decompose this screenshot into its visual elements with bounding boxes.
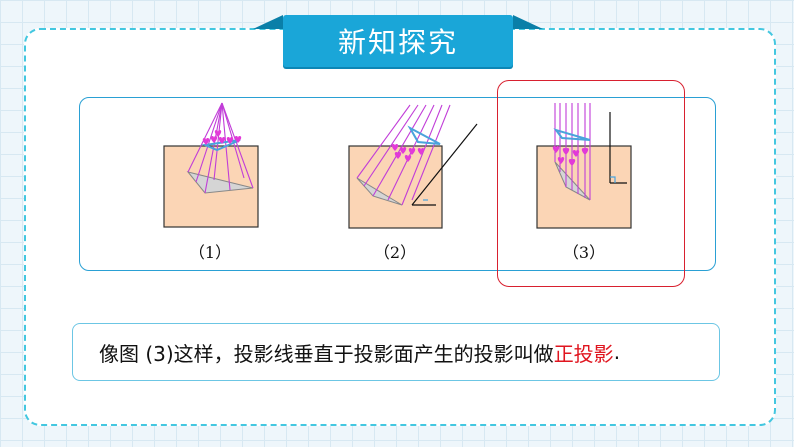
figure-1-label: （1） (188, 243, 232, 262)
statement-box: 像图 (3)这样，投影线垂直于投影面产生的投影叫做正投影. (72, 323, 720, 381)
figure-2-oblique-projection (348, 104, 478, 229)
highlight-frame (497, 80, 685, 287)
statement-emphasis: 正投影 (553, 341, 614, 366)
statement-text: 像图 (3)这样，投影线垂直于投影面产生的投影叫做 (99, 341, 554, 366)
figure-2-label: （2） (373, 243, 417, 262)
page-title: 新知探究 (283, 15, 513, 67)
title-banner: 新知探究 (253, 9, 543, 67)
statement-suffix: . (613, 340, 621, 364)
banner-fold-left (253, 15, 283, 29)
figure-3-orthographic-projection (536, 103, 632, 229)
figure-3-label: （3） (562, 243, 606, 262)
figure-1-central-projection (163, 102, 259, 228)
banner-fold-right (513, 15, 543, 29)
